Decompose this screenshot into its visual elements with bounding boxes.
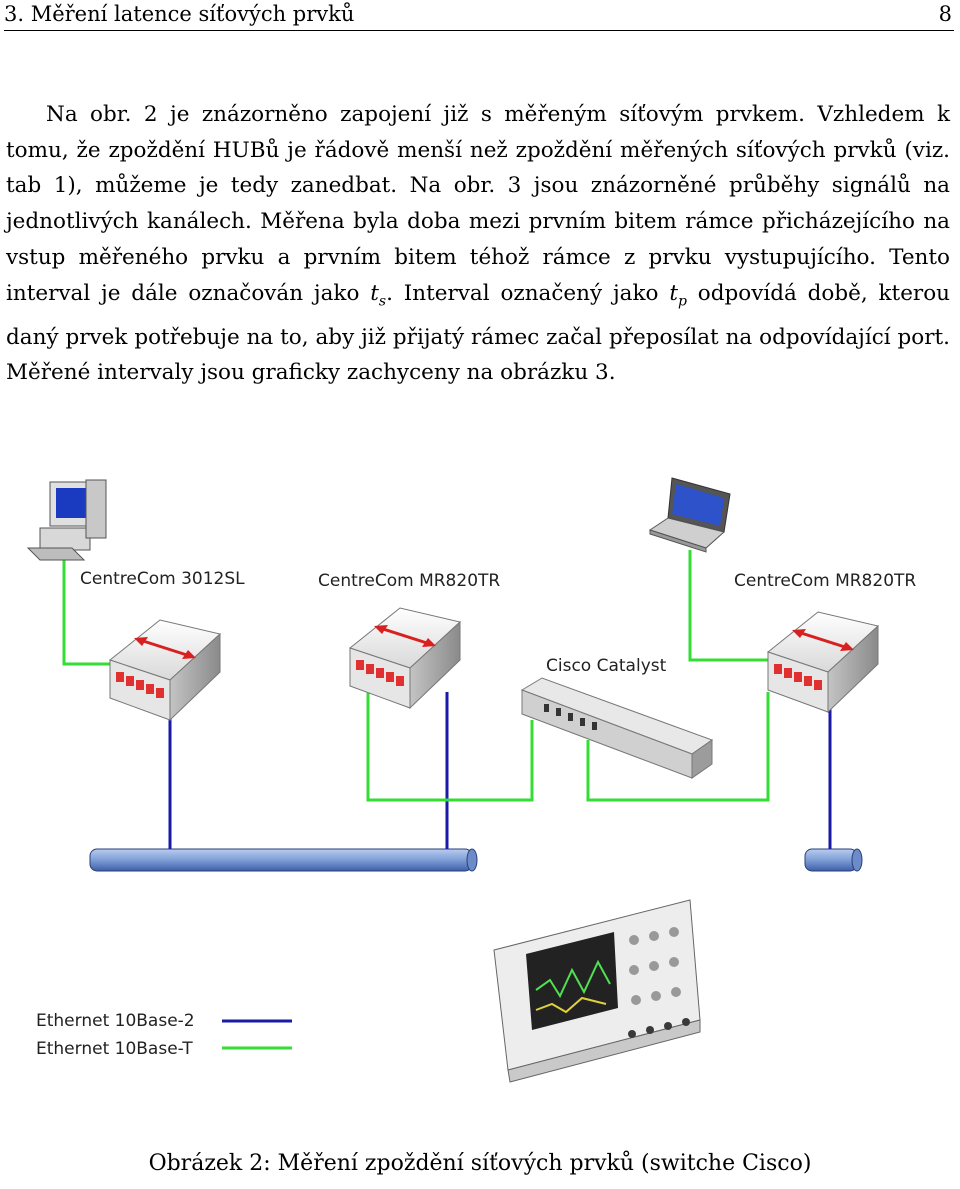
section-title: 3. Měření latence síťových prvků (4, 2, 355, 26)
twisted-pair-links (62, 550, 770, 802)
body-paragraph: Na obr. 2 je znázorněno zapojení již s m… (6, 97, 950, 391)
oscilloscope-icon (493, 899, 701, 1083)
desktop-pc-icon (26, 479, 107, 561)
tp-symbol: tp (669, 280, 687, 309)
page-number: 8 (938, 2, 952, 26)
figure-caption: Obrázek 2: Měření zpoždění síťových prvk… (148, 1151, 812, 1176)
hub1-label: CentreCom 3012SL (80, 569, 245, 589)
hub2-label: CentreCom MR820TR (318, 571, 500, 591)
switch-label: Cisco Catalyst (546, 656, 667, 676)
text-part-1: Na obr. 2 je znázorněno zapojení již s m… (6, 102, 950, 306)
coax-bus-right (804, 848, 863, 872)
page-header: 3. Měření latence síťových prvků 8 (4, 0, 954, 31)
text-part-3: odpovídá době, kterou daný prvek potřebu… (6, 280, 950, 386)
network-diagram: CentreCom 3012SL CentreCom MR820TR Centr… (26, 477, 916, 1083)
laptop-icon (648, 477, 731, 553)
text-part-2: . Interval označený jako (386, 280, 670, 306)
legend-label-10base2: Ethernet 10Base-2 (36, 1011, 195, 1031)
ts-symbol: ts (370, 280, 387, 309)
coax-bus-left (89, 848, 478, 872)
hub3-label: CentreCom MR820TR (734, 571, 916, 591)
legend-label-10baset: Ethernet 10Base-T (36, 1039, 193, 1059)
hub-icon (766, 610, 880, 714)
legend: Ethernet 10Base-2 Ethernet 10Base-T (36, 1011, 292, 1059)
coax-links (168, 692, 832, 849)
hub-icon (108, 618, 222, 722)
switch-icon (520, 677, 714, 779)
